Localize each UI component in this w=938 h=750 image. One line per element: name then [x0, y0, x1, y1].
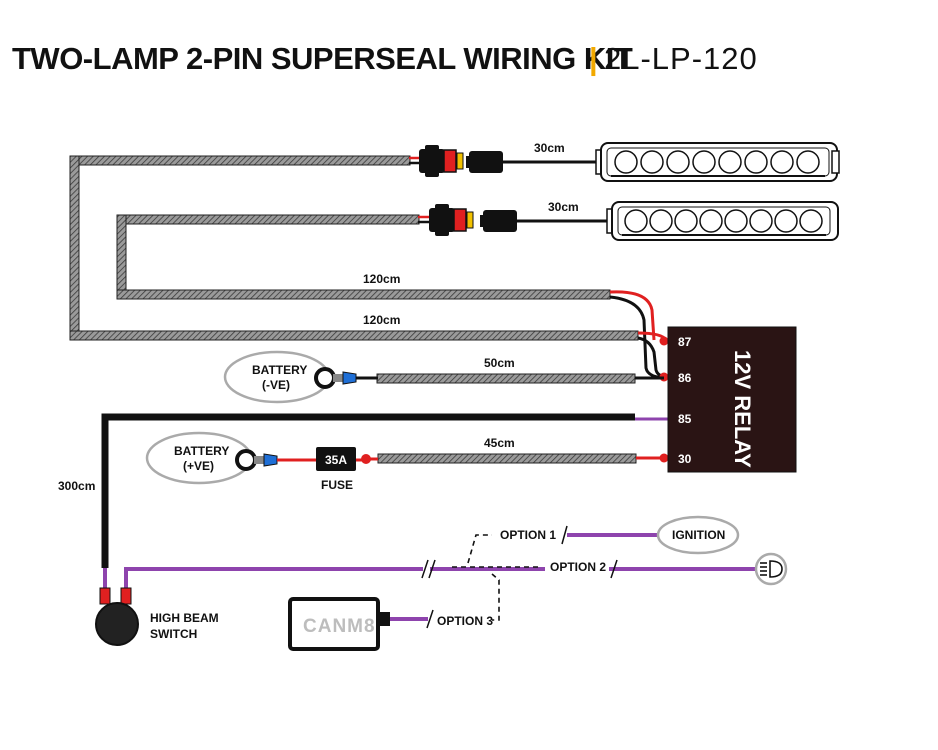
- light-bar-1: [595, 142, 840, 182]
- option2-label: OPTION 2: [550, 560, 606, 574]
- switch-wiring: HIGH BEAM SWITCH: [95, 413, 757, 646]
- lamp1-run-length: 120cm: [363, 313, 400, 327]
- title-separator: |: [589, 41, 597, 76]
- option-1: OPTION 1 IGNITION: [467, 515, 740, 564]
- fuse-rating: 35A: [325, 453, 347, 467]
- high-beam-switch: [95, 602, 139, 646]
- fuse-holder: [316, 447, 356, 471]
- battery-neg-line2: (-VE): [262, 378, 290, 392]
- product-code: 2L-LP-120: [604, 41, 758, 76]
- relay-pin-87: 87: [678, 335, 692, 349]
- loom-lamp2: [116, 214, 611, 300]
- battery-positive: BATTERY (+VE) 35A FUSE: [145, 431, 378, 492]
- option-3: OPTION 3 CANM8: [288, 573, 500, 651]
- switch-run-length: 300cm: [58, 479, 95, 493]
- lamp2-connector: [418, 204, 610, 236]
- ground-run-length: 50cm: [484, 356, 515, 370]
- option3-label: OPTION 3: [437, 614, 493, 628]
- switch-label-line1: HIGH BEAM: [150, 611, 219, 625]
- loom-power: [377, 453, 637, 464]
- option-2: OPTION 2: [421, 552, 788, 586]
- option1-label: OPTION 1: [500, 528, 556, 542]
- battery-neg-line1: BATTERY: [252, 363, 307, 377]
- lamp1-cable-length: 30cm: [534, 141, 565, 155]
- relay-pin-86: 86: [678, 371, 692, 385]
- relay-wires: [609, 290, 671, 463]
- loom-lamp1: [69, 155, 639, 341]
- relay-pin-30: 30: [678, 452, 692, 466]
- ignition-label: IGNITION: [672, 528, 725, 542]
- canm8-label: CANM8: [303, 616, 376, 637]
- relay-label: 12V RELAY: [730, 350, 755, 468]
- loom-ground: [376, 373, 636, 384]
- relay-pin-85: 85: [678, 412, 692, 426]
- power-run-length: 45cm: [484, 436, 515, 450]
- switch-label-line2: SWITCH: [150, 627, 197, 641]
- fuse-label: FUSE: [321, 478, 353, 492]
- high-beam-icon: [760, 560, 783, 578]
- canm8-module: [288, 597, 380, 651]
- battery-negative: BATTERY (-VE): [223, 350, 378, 404]
- battery-pos-line2: (+VE): [183, 459, 214, 473]
- relay-box: 87 86 85 30 12V RELAY: [667, 326, 797, 473]
- lamp1-connector: [409, 145, 599, 177]
- battery-pos-line1: BATTERY: [174, 444, 229, 458]
- light-bar-2: [606, 201, 839, 241]
- lamp2-run-length: 120cm: [363, 272, 400, 286]
- page-title: TWO-LAMP 2-PIN SUPERSEAL WIRING KIT: [12, 41, 633, 76]
- title-block: TWO-LAMP 2-PIN SUPERSEAL WIRING KIT | 2L…: [12, 41, 758, 76]
- lamp2-cable-length: 30cm: [548, 200, 579, 214]
